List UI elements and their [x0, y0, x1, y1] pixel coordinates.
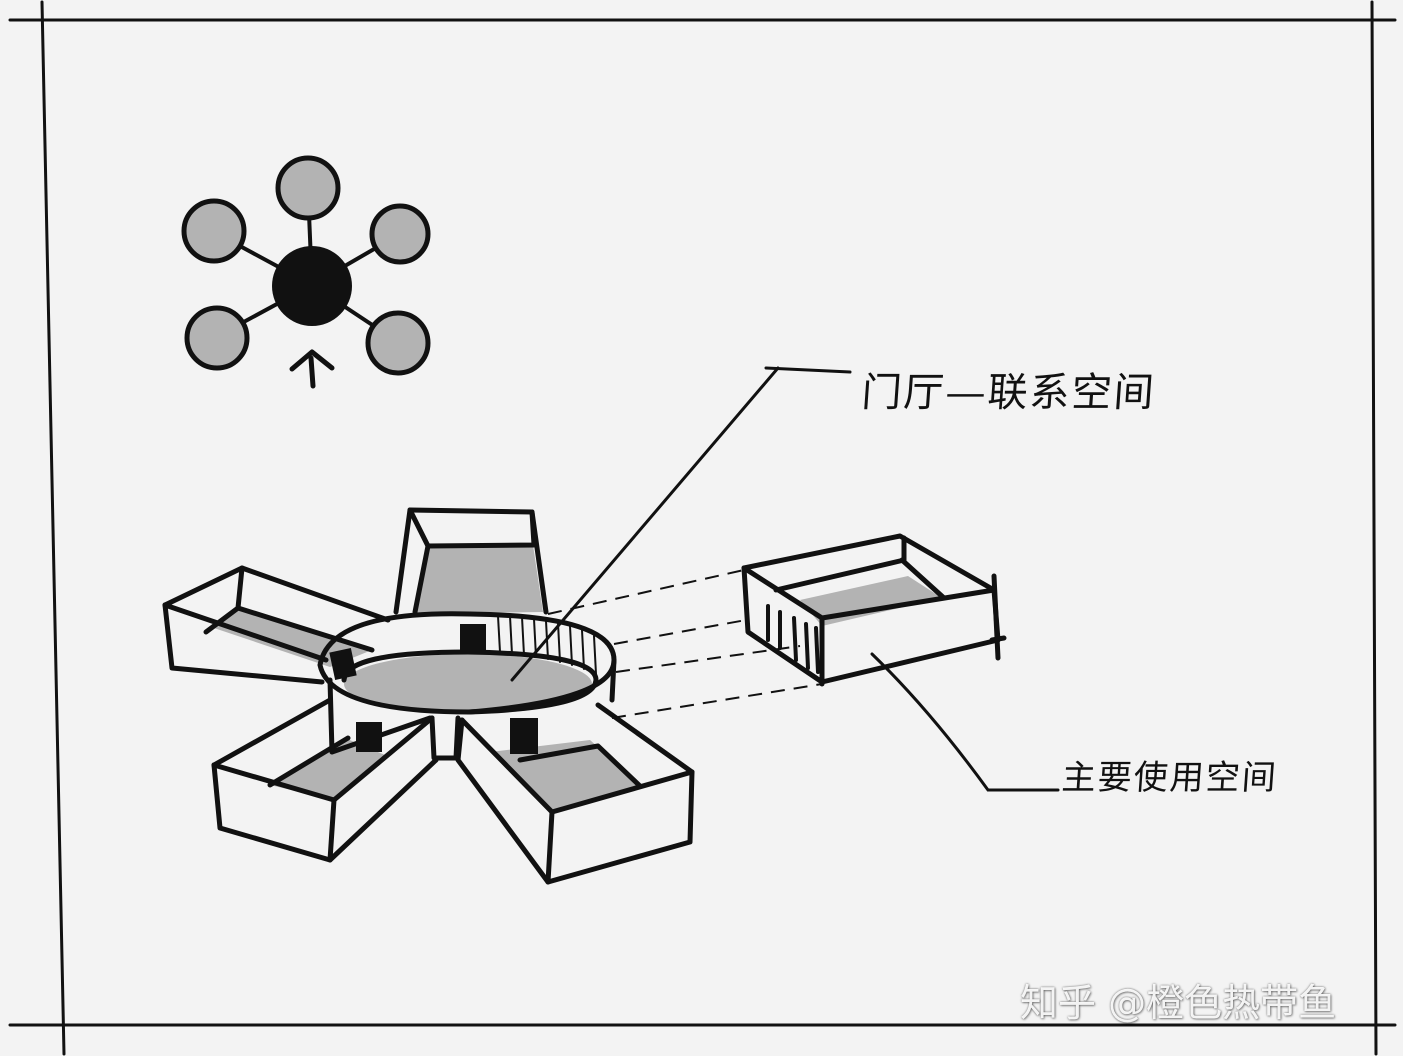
satellite-node-lower-left: [184, 305, 250, 371]
watermark: 知乎 @橙色热带鱼: [1020, 981, 1337, 1025]
frame-lines: [8, 0, 1397, 1056]
wing-front-right: [455, 702, 695, 885]
box-hatching: [766, 604, 820, 674]
main-leader: [870, 652, 1060, 792]
door-left: [329, 648, 357, 680]
door-back: [460, 624, 486, 652]
satellite-node-upper-left: [181, 198, 247, 264]
projection-lines: [547, 569, 823, 719]
door-front-right: [510, 718, 538, 754]
wing-front-left: [211, 697, 439, 863]
satellite-node-upper-right: [369, 203, 431, 265]
wing-back: [393, 507, 549, 615]
door-front-left: [356, 722, 382, 752]
central-hall: [317, 611, 617, 761]
main-use-space-label: 主要使用空间: [1060, 758, 1280, 798]
exploded-room-box: [741, 533, 1007, 687]
hub-node: [272, 246, 352, 326]
satellite-node-lower-right: [365, 310, 431, 376]
hall-leader: [510, 366, 852, 682]
up-arrow-icon: [289, 349, 335, 389]
satellite-node-top: [275, 155, 341, 221]
bubble-diagram: [181, 155, 431, 389]
hall-connection-space-label: 门厅—联系空间: [860, 370, 1158, 416]
